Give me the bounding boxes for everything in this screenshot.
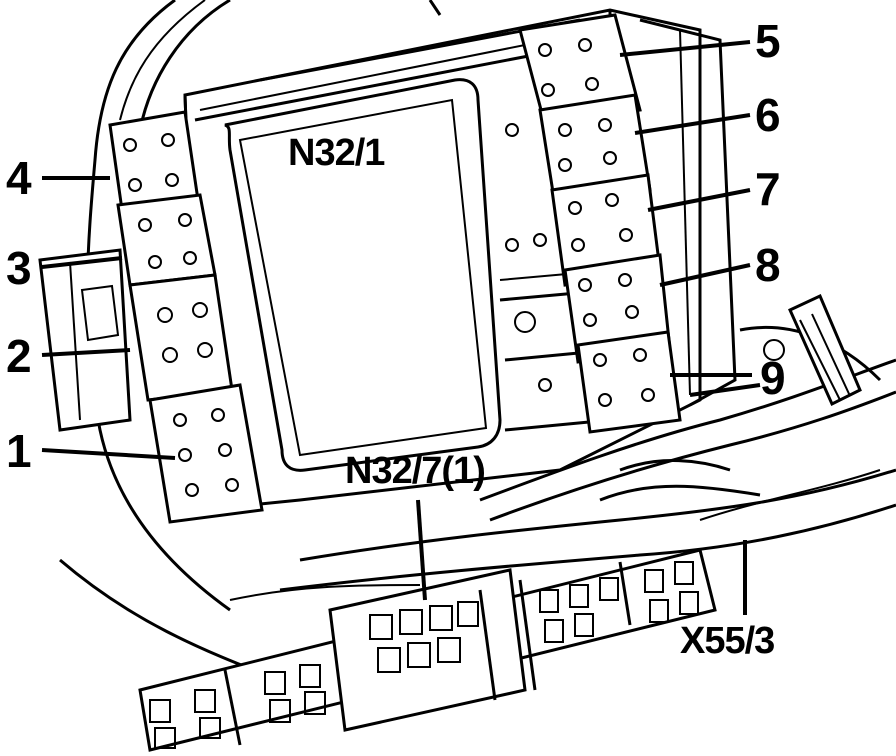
callout-6: 6 xyxy=(755,89,781,141)
side-connector xyxy=(763,293,862,407)
callout-4: 4 xyxy=(6,152,32,204)
callout-9: 9 xyxy=(760,352,786,404)
callout-3: 3 xyxy=(6,242,32,294)
left-relay-column xyxy=(38,110,264,524)
label-x55-3: X55/3 xyxy=(680,620,775,662)
callout-1: 1 xyxy=(6,425,32,477)
callout-7: 7 xyxy=(755,163,781,215)
right-relay-column xyxy=(518,13,682,434)
label-n32-7-1: N32/7(1) xyxy=(345,450,486,492)
lower-connector-strip xyxy=(138,548,717,752)
callout-8: 8 xyxy=(755,239,781,291)
callout-2: 2 xyxy=(6,330,32,382)
callout-5: 5 xyxy=(755,15,781,67)
label-n32-1: N32/1 xyxy=(288,132,385,174)
leader-lines xyxy=(41,40,761,615)
